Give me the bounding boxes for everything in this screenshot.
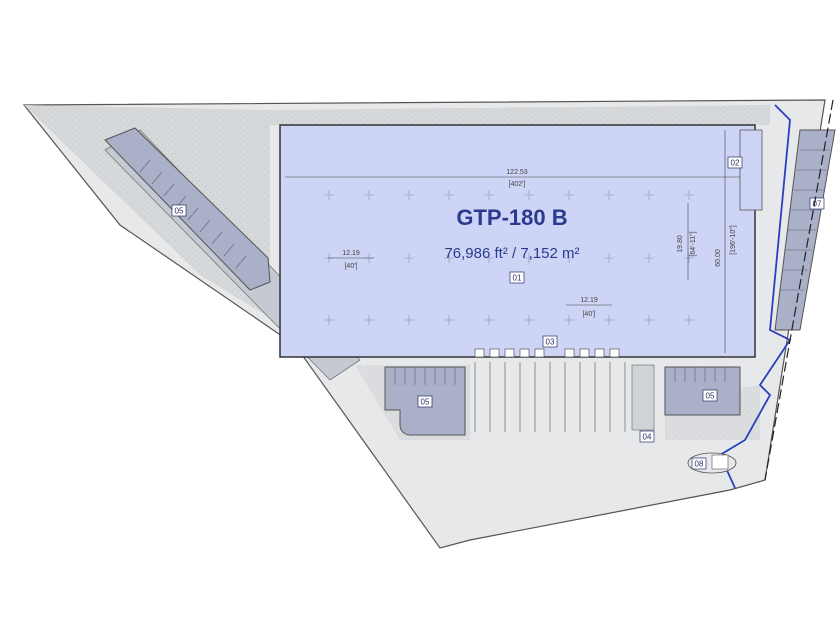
parking-area-east xyxy=(664,366,741,416)
property-line-blue xyxy=(718,104,792,489)
building-title: GTP-180 B xyxy=(456,205,567,230)
tag-box-parking-side xyxy=(809,197,825,210)
building-footprint xyxy=(279,124,756,358)
bay-dimension-ft: [64'-11"] xyxy=(690,231,697,256)
tag-parking-a: 05 xyxy=(175,207,184,216)
parking-stalls-east xyxy=(674,367,726,382)
tag-box-parking-a xyxy=(171,204,187,217)
span-left-m: 12.19 xyxy=(342,250,360,257)
tag-parking-b: 05 xyxy=(421,398,430,407)
span-right-m: 12.19 xyxy=(580,297,598,304)
dock-doors xyxy=(474,348,620,358)
parking-stalls-side xyxy=(779,149,830,291)
tag-box-parking-c xyxy=(702,389,718,402)
tag-box-building xyxy=(509,271,525,284)
tag-box-dock xyxy=(542,335,558,348)
tag-dock: 03 xyxy=(546,338,555,347)
tag-guard: 08 xyxy=(695,460,704,469)
tag-access: 04 xyxy=(643,433,652,442)
tag-box-office xyxy=(727,156,743,169)
tag-parking-c: 05 xyxy=(706,392,715,401)
access-ramp xyxy=(631,364,655,431)
depth-dimension-m: 60.00 xyxy=(715,249,722,267)
landscape-strip-north xyxy=(270,105,770,125)
span-left-ft: [40'] xyxy=(344,263,357,270)
truck-stalls xyxy=(474,362,626,432)
landscape-strip-west xyxy=(24,105,290,330)
span-right-ft: [40'] xyxy=(582,311,595,318)
tag-box-parking-b xyxy=(417,395,433,408)
tag-building: 01 xyxy=(513,274,522,283)
depth-dimension-ft: [196'-10"] xyxy=(730,225,737,255)
guard-booth xyxy=(711,454,729,470)
parking-stalls-south xyxy=(394,367,456,385)
office-block xyxy=(739,129,763,211)
width-dimension-m: 122.53 xyxy=(506,169,528,176)
tag-parking-side: 07 xyxy=(813,200,822,209)
tag-office: 02 xyxy=(731,159,740,168)
bay-dimension-m: 19.80 xyxy=(677,235,684,253)
tag-box-guard xyxy=(691,457,707,470)
parking-stalls-west xyxy=(139,159,247,269)
property-line-dashed xyxy=(764,99,834,481)
tag-box-access xyxy=(639,430,655,443)
parking-area-west xyxy=(104,127,271,291)
width-dimension-ft: [402'] xyxy=(509,181,526,188)
building-area: 76,986 ft² / 7,152 m² xyxy=(444,245,579,262)
